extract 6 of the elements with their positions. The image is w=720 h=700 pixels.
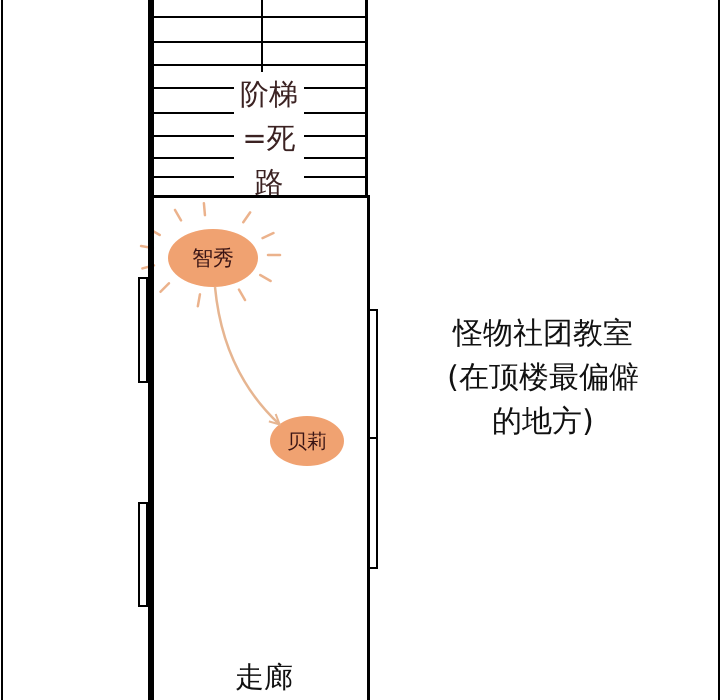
character-bubble: 贝莉 <box>270 416 344 466</box>
corridor-label: 走廊 <box>234 660 294 694</box>
corridor <box>148 195 370 700</box>
character-bubble: 智秀 <box>168 229 258 287</box>
room-label: 怪物社团教室(在顶楼最偏僻的地方) <box>446 315 640 441</box>
arrow <box>214 286 281 426</box>
